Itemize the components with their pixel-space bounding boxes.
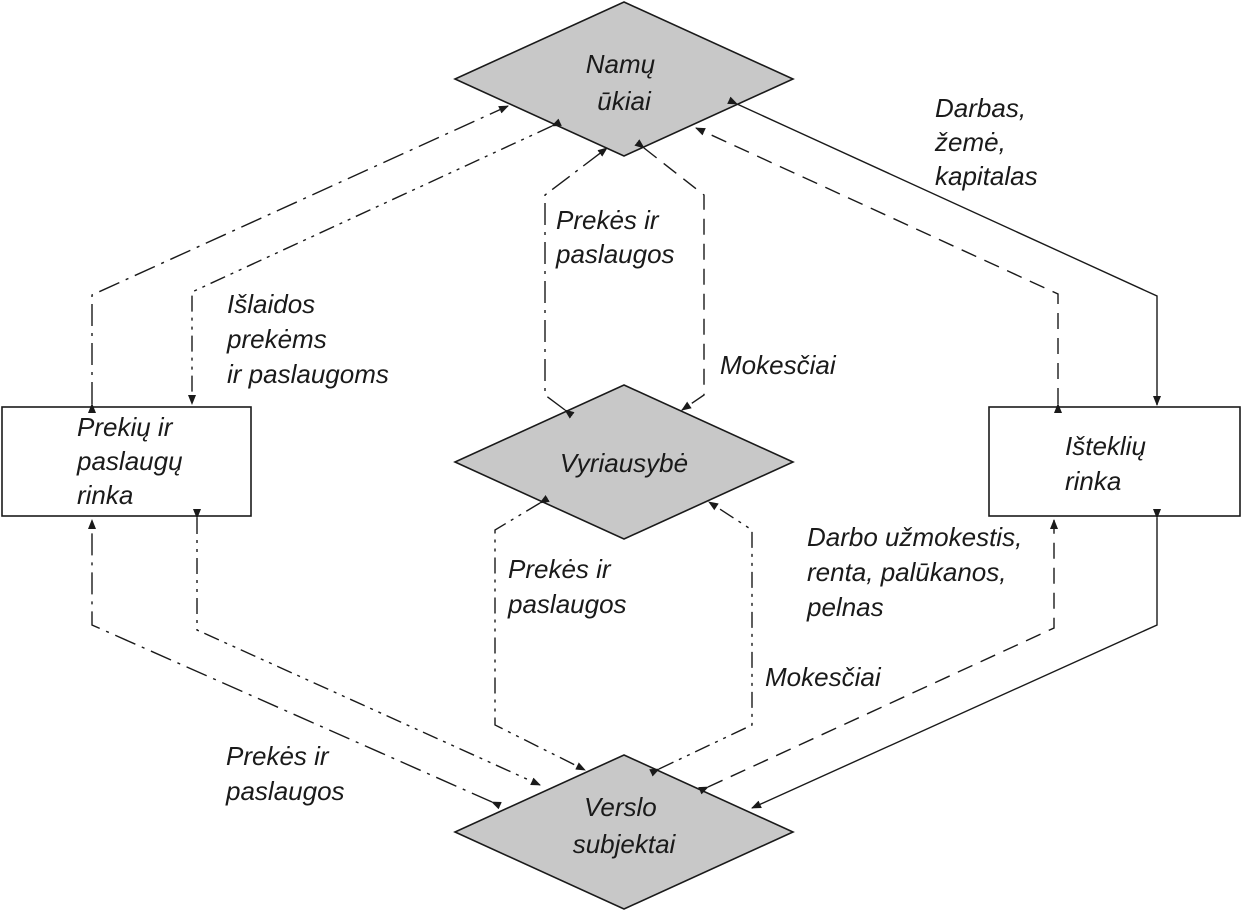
label-spending: Išlaidos prekėms ir paslaugoms	[226, 289, 389, 389]
government-label: Vyriausybė	[560, 448, 688, 478]
flow-taxes-households-to-government	[634, 139, 705, 411]
flow-income-resource-market-to-households	[695, 127, 1062, 413]
government-node: Vyriausybė	[453, 384, 795, 540]
label-business-goods: Prekės ir paslaugos	[225, 741, 345, 806]
label-spending-line-2: prekėms	[226, 324, 327, 354]
households-node: Namų ūkiai	[453, 1, 795, 157]
households-diamond	[453, 1, 795, 157]
label-gov-goods-to-business-line-1: Prekės ir	[508, 554, 612, 584]
label-taxes-business-line-1: Mokesčiai	[765, 662, 882, 692]
goods-market-node: Prekių ir paslaugų rinka	[1, 406, 252, 517]
resource-market-box	[988, 406, 1241, 517]
flow-spending-goods-market-to-businesses	[193, 509, 541, 786]
businesses-label-line-2: subjektai	[573, 829, 677, 859]
flow-goods-businesses-to-goods-market	[88, 519, 502, 810]
goods-market-label-line-3: rinka	[77, 480, 133, 510]
label-taxes-business: Mokesčiai	[765, 662, 882, 692]
label-business-goods-line-2: paslaugos	[225, 776, 345, 806]
label-spending-line-3: ir paslaugoms	[227, 359, 389, 389]
label-income-line-1: Darbo užmokestis,	[807, 522, 1022, 552]
goods-market-box	[1, 406, 252, 517]
label-gov-goods-to-households: Prekės ir paslaugos	[555, 205, 675, 269]
businesses-label-line-1: Verslo	[584, 792, 657, 822]
goods-market-label-line-1: Prekių ir	[77, 412, 174, 442]
resource-market-node: Išteklių rinka	[988, 406, 1241, 517]
flow-goods-goods-market-to-households	[88, 105, 509, 413]
resource-market-label-line-2: rinka	[1065, 466, 1121, 496]
flow-gov-goods-to-businesses	[494, 494, 586, 771]
flow-gov-goods-to-households	[544, 147, 608, 419]
flow-spending-households-to-goods-market	[188, 118, 562, 405]
businesses-label: Verslo subjektai	[573, 792, 677, 859]
label-gov-goods-to-households-line-1: Prekės ir	[556, 205, 660, 235]
label-labor-land-capital-line-3: kapitalas	[935, 161, 1038, 191]
label-income: Darbo užmokestis, renta, palūkanos, peln…	[806, 522, 1030, 622]
resource-market-label: Išteklių rinka	[1065, 431, 1153, 496]
households-label: Namų ūkiai	[586, 49, 663, 116]
households-label-line-1: Namų	[586, 49, 655, 79]
goods-market-label: Prekių ir paslaugų rinka	[76, 412, 190, 510]
label-taxes-households-line-1: Mokesčiai	[720, 350, 837, 380]
label-income-line-3: pelnas	[806, 592, 884, 622]
label-labor-land-capital-line-1: Darbas,	[935, 93, 1026, 123]
government-label-line-1: Vyriausybė	[560, 448, 688, 478]
resource-market-label-line-1: Išteklių	[1065, 431, 1146, 461]
households-label-line-2: ūkiai	[597, 86, 652, 116]
label-labor-land-capital-line-2: žemė,	[934, 127, 1006, 157]
label-taxes-households: Mokesčiai	[720, 350, 837, 380]
label-income-line-2: renta, palūkanos,	[807, 557, 1006, 587]
flow-income-businesses-to-resource-market	[698, 519, 1058, 795]
label-gov-goods-to-households-line-2: paslaugos	[555, 239, 675, 269]
label-business-goods-line-1: Prekės ir	[226, 741, 330, 771]
label-spending-line-1: Išlaidos	[227, 289, 315, 319]
goods-market-label-line-2: paslaugų	[76, 446, 183, 476]
label-gov-goods-to-business-line-2: paslaugos	[507, 589, 627, 619]
businesses-node: Verslo subjektai	[453, 754, 795, 910]
label-labor-land-capital: Darbas, žemė, kapitalas	[934, 93, 1038, 191]
label-gov-goods-to-business: Prekės ir paslaugos	[507, 554, 627, 619]
flow-taxes-businesses-to-government	[649, 501, 753, 777]
